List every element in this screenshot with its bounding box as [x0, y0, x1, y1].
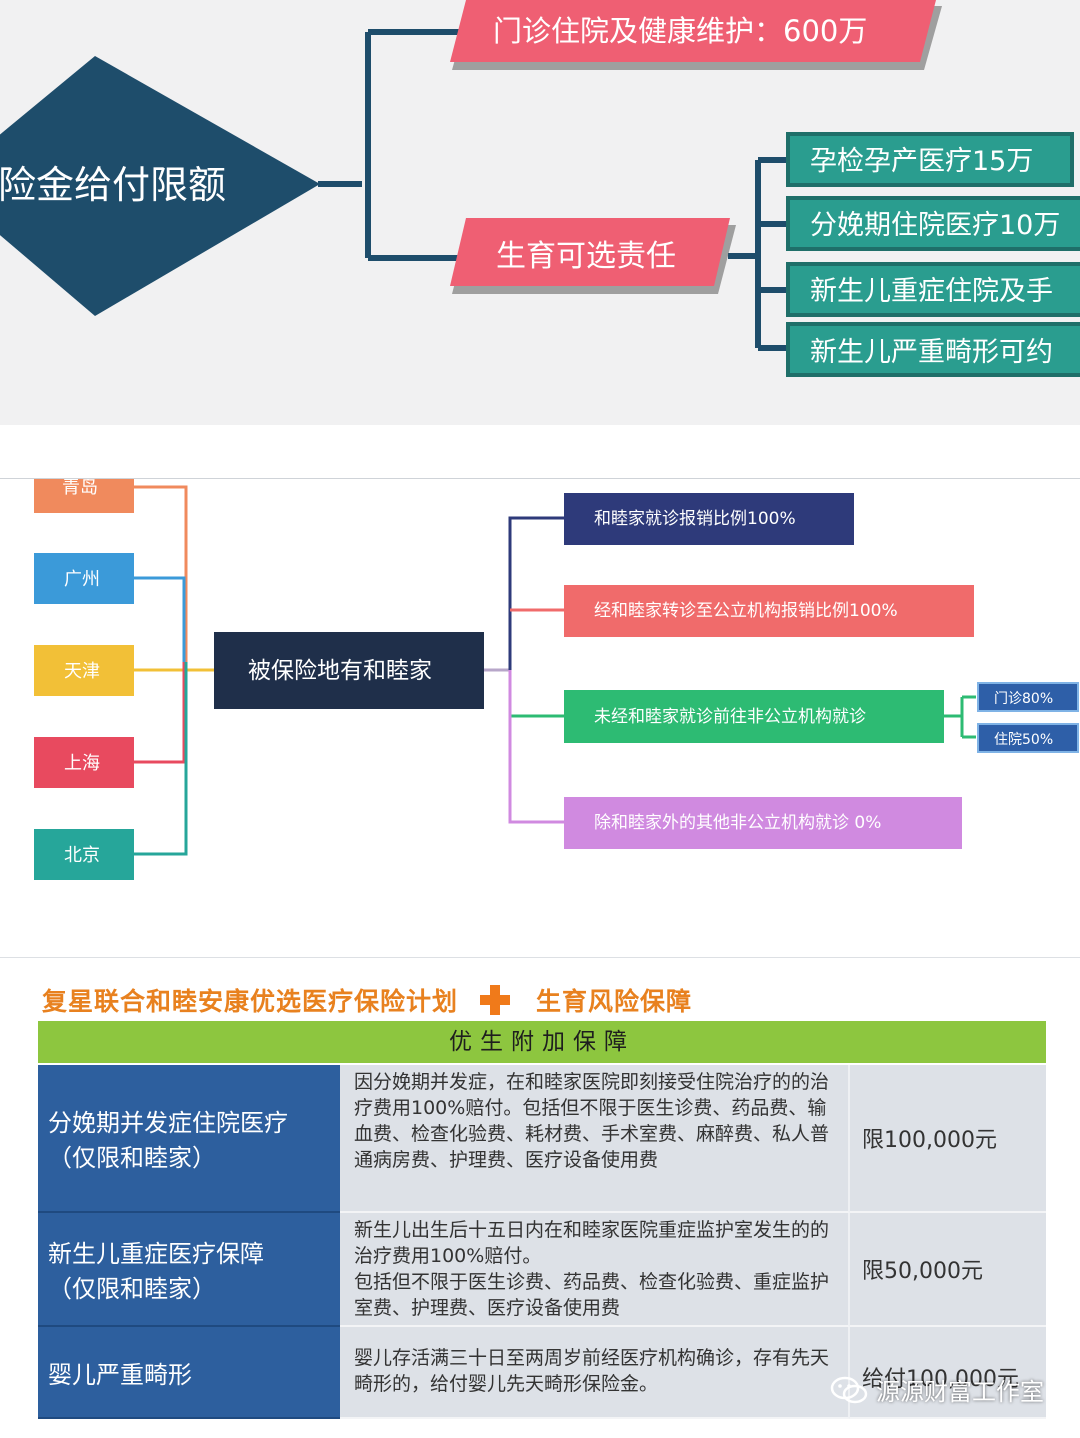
table-row: 新生儿重症医疗保障 （仅限和睦家） 新生儿出生后十五日内在和睦家医院重症监护室发…: [38, 1213, 1046, 1327]
city-qingdao: 青岛: [34, 479, 134, 513]
right-item-3: 未经和睦家就诊前往非公立机构就诊: [564, 690, 944, 743]
leaf-1: 孕检孕产医疗15万: [786, 132, 1074, 187]
right-connectors: [484, 516, 976, 824]
table-title: 复星联合和睦安康优选医疗保险计划 生育风险保障: [42, 980, 1042, 1020]
city-connectors: [134, 485, 214, 856]
svg-text:未经和睦家就诊前往非公立机构就诊: 未经和睦家就诊前往非公立机构就诊: [594, 707, 866, 727]
connector-leaves: [728, 157, 790, 351]
svg-text:新生儿严重畸形可约: 新生儿严重畸形可约: [810, 337, 1053, 368]
leaf-3: 新生儿重症住院及手: [786, 262, 1080, 317]
svg-text:分娩期住院医疗10万: 分娩期住院医疗10万: [810, 210, 1060, 241]
svg-text:住院50%: 住院50%: [994, 732, 1053, 748]
city-guangzhou: 广州: [34, 553, 134, 604]
section2-canvas: 青岛 广州 天津 上海 北京 被保险地有和睦家: [34, 479, 1079, 880]
wechat-icon: [830, 1376, 868, 1403]
branch-bottom-shape: [450, 218, 730, 286]
svg-text:天津: 天津: [64, 661, 100, 682]
leaf-4: 新生儿严重畸形可约: [786, 322, 1080, 377]
city-beijing: 北京: [34, 829, 134, 880]
table-header-bar: 优生附加保障: [38, 1021, 1046, 1063]
table-row: 婴儿严重畸形 婴儿存活满三十日至两周岁前经医疗机构确诊，存有先天畸形的，给付婴儿…: [38, 1327, 1046, 1419]
svg-text:孕检孕产医疗15万: 孕检孕产医疗15万: [810, 146, 1033, 177]
svg-text:门诊80%: 门诊80%: [994, 691, 1053, 707]
city-shanghai: 上海: [34, 737, 134, 788]
branch-top-label: 门诊住院及健康维护：600万: [493, 14, 867, 48]
row-limit: 给付100,000元: [850, 1327, 1046, 1419]
section1-connectors: [318, 29, 790, 351]
section-divider-1: [0, 478, 1080, 479]
city-tianjin: 天津: [34, 645, 134, 696]
center-node: 被保险地有和睦家: [214, 632, 484, 709]
svg-text:北京: 北京: [64, 845, 100, 866]
svg-text:经和睦家转诊至公立机构报销比例100%: 经和睦家转诊至公立机构报销比例100%: [594, 601, 898, 621]
row-limit: 限50,000元: [850, 1213, 1046, 1327]
svg-text:除和睦家外的其他非公立机构就诊 0%: 除和睦家外的其他非公立机构就诊 0%: [594, 813, 881, 833]
svg-text:和睦家就诊报销比例100%: 和睦家就诊报销比例100%: [594, 509, 796, 529]
watermark: 源源财富工作室: [830, 1372, 1044, 1407]
root-node-label: 险金给付限额: [0, 163, 226, 207]
row-description: 新生儿出生后十五日内在和睦家医院重症监护室发生的的治疗费用100%赔付。 包括但…: [340, 1213, 850, 1327]
section1-canvas: 险金给付限额 门诊住院及健康维护：600万 生育可选责任 孕检孕产医疗15万 分…: [0, 0, 1080, 377]
sub-item-outpatient: 门诊80%: [977, 682, 1079, 712]
row-description: 婴儿存活满三十日至两周岁前经医疗机构确诊，存有先天畸形的，给付婴儿先天畸形保险金…: [340, 1327, 850, 1419]
row-description: 因分娩期并发症，在和睦家医院即刻接受住院治疗的的治疗费用100%赔付。包括但不限…: [340, 1065, 850, 1213]
title-plan-name: 复星联合和睦安康优选医疗保险计划: [42, 987, 459, 1016]
right-item-1: 和睦家就诊报销比例100%: [564, 493, 854, 545]
right-item-4: 除和睦家外的其他非公立机构就诊 0%: [564, 797, 962, 849]
center-node-label: 被保险地有和睦家: [248, 658, 432, 684]
watermark-text: 源源财富工作室: [876, 1378, 1044, 1406]
plus-icon: [480, 985, 511, 1015]
root-node-shape: [0, 56, 320, 316]
section3-benefit-table: 复星联合和睦安康优选医疗保险计划 生育风险保障 优生附加保障 分娩期并发症住院医…: [0, 960, 1080, 1438]
svg-text:青岛: 青岛: [62, 479, 98, 498]
section2-mindmap: 青岛 广州 天津 上海 北京 被保险地有和睦家: [0, 479, 1080, 957]
svg-text:广州: 广州: [64, 569, 100, 590]
table-row: 分娩期并发症住院医疗 （仅限和睦家） 因分娩期并发症，在和睦家医院即刻接受住院治…: [38, 1065, 1046, 1213]
connector-branches: [365, 29, 462, 261]
branch-bottom-label: 生育可选责任: [496, 239, 676, 274]
sub-item-inpatient: 住院50%: [977, 723, 1079, 753]
right-item-2: 经和睦家转诊至公立机构报销比例100%: [564, 585, 974, 637]
section-divider-2: [0, 957, 1080, 958]
svg-text:上海: 上海: [64, 753, 100, 774]
row-name: 新生儿重症医疗保障 （仅限和睦家）: [38, 1213, 340, 1327]
section1-mindmap: 险金给付限额 门诊住院及健康维护：600万 生育可选责任 孕检孕产医疗15万 分…: [0, 0, 1080, 425]
leaf-2: 分娩期住院医疗10万: [786, 196, 1080, 251]
branch-top-shape: [450, 0, 936, 62]
row-name: 分娩期并发症住院医疗 （仅限和睦家）: [38, 1065, 340, 1213]
svg-text:新生儿重症住院及手: 新生儿重症住院及手: [810, 276, 1053, 307]
row-name: 婴儿严重畸形: [38, 1327, 340, 1419]
row-limit: 限100,000元: [850, 1065, 1046, 1213]
title-risk-cover: 生育风险保障: [536, 987, 693, 1016]
